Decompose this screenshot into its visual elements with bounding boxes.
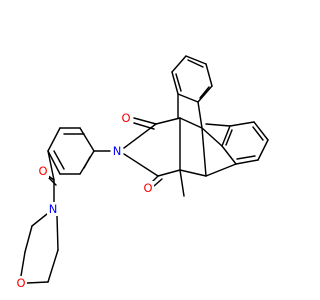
atom-o-carbonyl-bottom: O — [143, 181, 152, 195]
carbonyl-bond — [133, 117, 157, 125]
imide-ring-bond — [123, 153, 159, 177]
bridge-bond — [205, 163, 237, 177]
atom-o-amide: O — [38, 164, 47, 178]
methyl-bond — [179, 169, 185, 197]
phenylene-bond — [47, 127, 61, 152]
imide-ring-bond — [157, 169, 181, 177]
phenylene-inner-bond — [83, 156, 91, 169]
amide-bond — [47, 150, 55, 181]
right-ring-bond — [221, 125, 231, 147]
right-ring-bond — [253, 121, 269, 141]
top-ring-bond — [177, 93, 199, 103]
atom-n-imide: N — [113, 144, 122, 158]
top-ring-inner-bond — [199, 86, 210, 99]
phenylene-bond — [47, 150, 61, 175]
top-ring-bond — [205, 63, 213, 87]
top-ring-bond — [171, 71, 179, 95]
molecule-structure: O O N O N O — [15, 55, 269, 290]
right-ring-bond — [221, 145, 237, 165]
right-ring-bond — [235, 159, 259, 165]
bridge-bond — [179, 169, 207, 177]
bond-lines — [20, 55, 269, 284]
top-ring-bond — [185, 55, 207, 65]
atom-o-carbonyl-top: O — [121, 111, 130, 125]
morpholine-bond — [56, 215, 59, 251]
atom-labels: O O N O N O — [15, 111, 154, 290]
bridge-bond — [179, 117, 203, 129]
right-ring-inner-bond — [225, 129, 233, 146]
right-ring-inner-bond — [236, 155, 256, 160]
bridge-bond — [197, 101, 203, 129]
top-ring-inner-bond — [175, 73, 182, 92]
bridge-bond — [201, 127, 207, 177]
morpholine-bond — [31, 213, 48, 227]
morpholine-bond — [47, 249, 59, 283]
carbonyl-bond — [153, 178, 163, 187]
bridge-bond — [205, 123, 231, 127]
top-ring-inner-bond — [187, 59, 204, 68]
morpholine-bond — [24, 225, 33, 253]
phenylene-bond — [79, 127, 95, 152]
right-ring-bond — [229, 121, 255, 127]
right-ring-inner-bond — [252, 126, 264, 141]
imide-ring-bond — [155, 117, 181, 125]
morpholine-bond — [26, 281, 49, 284]
morpholine-bond — [20, 251, 26, 277]
right-ring-bond — [257, 139, 269, 161]
bridge-bond — [201, 127, 223, 147]
atom-n-morpholine: N — [49, 202, 58, 216]
carbonyl-bond — [133, 122, 155, 130]
top-ring-bond — [197, 85, 213, 103]
atom-o-morpholine: O — [16, 276, 25, 290]
amide-co-bond — [48, 177, 57, 186]
phenylene-inner-bond — [53, 150, 65, 170]
top-ring-bond — [171, 55, 187, 73]
